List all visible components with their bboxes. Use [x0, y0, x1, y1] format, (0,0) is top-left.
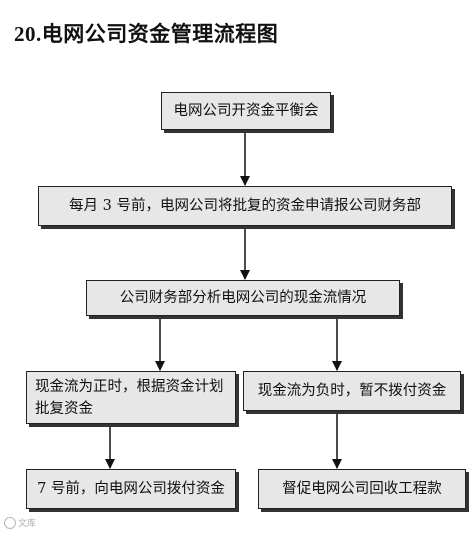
node-allocate-funds: 7 号前，向电网公司拨付资金 [26, 469, 236, 509]
page-title: 20.电网公司资金管理流程图 [14, 21, 279, 46]
node-urge-recovery: 督促电网公司回收工程款 [258, 469, 466, 509]
node-balance-meeting: 电网公司开资金平衡会 [161, 92, 331, 130]
node-monthly-report: 每月 3 号前，电网公司将批复的资金申请报公司财务部 [38, 186, 452, 226]
node-positive-flow: 现金流为正时，根据资金计划批复资金 [26, 371, 236, 424]
watermark-icon [4, 516, 16, 529]
node-negative-flow: 现金流为负时，暂不拨付资金 [243, 371, 461, 411]
node-cash-analysis: 公司财务部分析电网公司的现金流情况 [86, 280, 400, 316]
watermark: 文库 [4, 516, 36, 529]
